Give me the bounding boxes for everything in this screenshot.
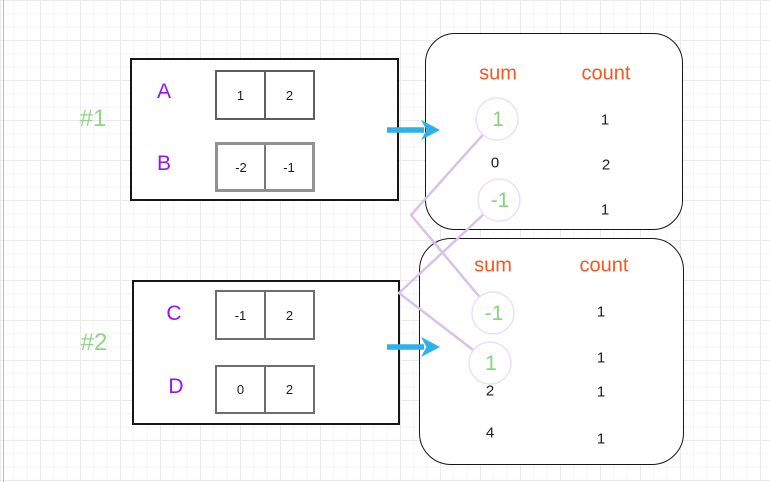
array-c-label: C	[166, 302, 182, 325]
t2-row4-count: 1	[596, 430, 606, 448]
group-2-label: #2	[80, 329, 108, 356]
array-c-cell-1: 2	[264, 292, 313, 338]
t1-row3-sum: -1	[490, 189, 510, 212]
count-header-1: count	[581, 62, 631, 85]
array-a-cell-0: 1	[236, 87, 245, 103]
sum-header-2: sum	[474, 254, 512, 277]
array-d-cell-0: 0	[236, 382, 245, 397]
t2-row3-count: 1	[596, 383, 606, 401]
array-a-label: A	[156, 80, 172, 103]
array-a: 1 2	[215, 70, 315, 120]
array-b-label: B	[156, 152, 172, 175]
array-c: -1 2	[215, 290, 315, 340]
result-table-1: sum count 1 1 0 2 -1 1	[425, 33, 683, 230]
count-header-2: count	[579, 254, 629, 277]
result-table-2: sum count -1 1 1 1 2 1 4 1	[419, 238, 684, 465]
array-c-cell-0: -1	[234, 307, 247, 323]
t2-row2-sum: 1	[485, 352, 497, 375]
t2-row1-count: 1	[596, 303, 606, 321]
t1-row2-count: 2	[601, 156, 611, 174]
group-2-box: C -1 2 D 0 2	[132, 280, 400, 425]
array-b-cell-1: -1	[264, 145, 312, 189]
t2-row2-count: 1	[596, 349, 606, 367]
array-b-cell-0: -2	[235, 159, 247, 175]
t2-row1-sum: -1	[484, 302, 504, 325]
array-d: 0 2	[215, 365, 315, 414]
array-b: -2 -1	[215, 142, 315, 192]
group-1-box: A 1 2 B -2 -1	[130, 58, 399, 201]
t1-row3-count: 1	[600, 201, 610, 219]
array-a-cell-1: 2	[264, 72, 313, 118]
t2-row4-sum: 4	[485, 424, 495, 442]
t2-row3-sum: 2	[485, 382, 495, 400]
group-1-label: #1	[79, 105, 107, 132]
sum-header-1: sum	[479, 62, 517, 85]
notebook-margin-line	[3, 0, 4, 482]
array-d-label: D	[168, 375, 184, 398]
array-d-cell-1: 2	[264, 367, 313, 412]
t1-row1-count: 1	[600, 111, 610, 129]
t1-row2-sum: 0	[490, 154, 500, 172]
t1-row1-sum: 1	[492, 108, 504, 131]
